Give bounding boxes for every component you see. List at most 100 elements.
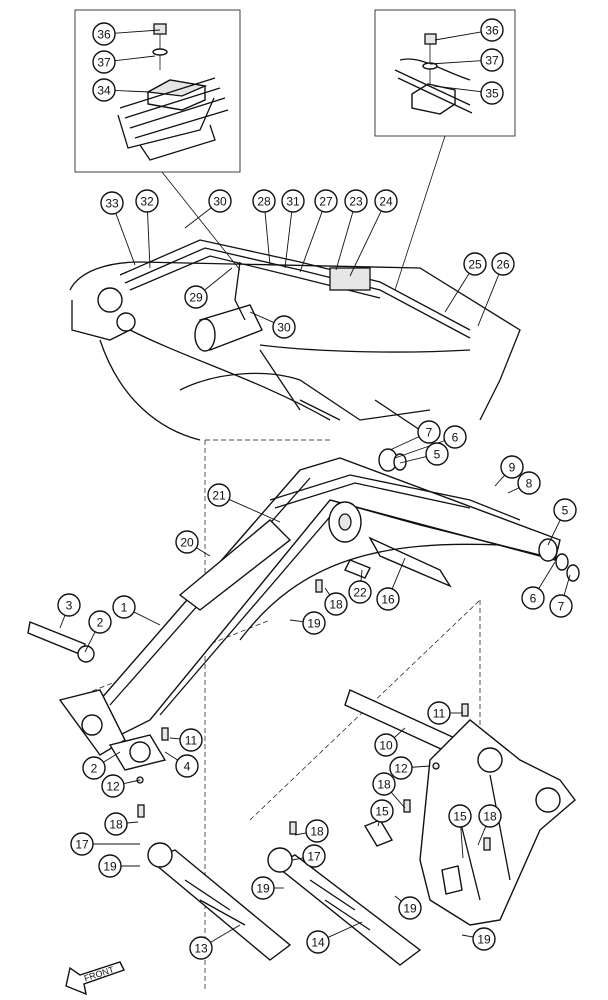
callout-number: 21 xyxy=(212,489,226,503)
leader-b12b xyxy=(123,779,141,785)
callout-circle xyxy=(175,530,199,554)
callout-number: 12 xyxy=(394,762,408,776)
callout-b12a: 12 xyxy=(389,756,413,780)
callout-number: 19 xyxy=(103,860,117,874)
callout-circle xyxy=(314,189,338,213)
callout-b30b: 30 xyxy=(272,315,296,339)
callout-circle xyxy=(208,189,232,213)
callout-number: 2 xyxy=(97,616,104,630)
callout-circle xyxy=(82,756,106,780)
callout-number: 17 xyxy=(307,850,321,864)
callout-circle xyxy=(252,189,276,213)
callout-b27: 27 xyxy=(314,189,338,213)
callout-number: 7 xyxy=(558,600,565,614)
callout-circle xyxy=(521,586,545,610)
leader-b22 xyxy=(360,569,363,582)
leader-b18e xyxy=(294,832,307,836)
callout-circle xyxy=(348,580,372,604)
callout-number: 17 xyxy=(75,838,89,852)
callout-b9: 9 xyxy=(500,455,524,479)
callout-number: 7 xyxy=(426,426,433,440)
front-label: FRONT xyxy=(83,964,116,983)
leader-b19e xyxy=(461,934,474,938)
callout-b36b: 36 xyxy=(480,18,504,42)
callout-b32: 32 xyxy=(135,189,159,213)
leader-b15b xyxy=(460,826,464,859)
callout-circle xyxy=(372,772,396,796)
leader-b14 xyxy=(327,921,363,938)
leader-b19a xyxy=(289,619,304,623)
callout-b18b: 18 xyxy=(372,772,396,796)
callout-b20: 20 xyxy=(175,530,199,554)
callout-circle xyxy=(448,804,472,828)
callout-circle xyxy=(92,50,116,74)
leader-b30b xyxy=(249,311,275,323)
leader-b16 xyxy=(391,557,406,590)
callout-b8: 8 xyxy=(517,471,541,495)
leader-b1 xyxy=(133,611,161,626)
callout-circle xyxy=(57,593,81,617)
callout-circle xyxy=(480,48,504,72)
callout-b31: 31 xyxy=(281,189,305,213)
callout-circle xyxy=(417,420,441,444)
callout-b17a: 17 xyxy=(70,832,94,856)
callout-b2b: 2 xyxy=(82,756,106,780)
callout-number: 16 xyxy=(381,593,395,607)
callout-b17b: 17 xyxy=(302,844,326,868)
callout-b5b: 5 xyxy=(553,498,577,522)
leader-b20 xyxy=(196,547,211,557)
leader-b29 xyxy=(204,267,233,291)
callout-circle xyxy=(549,594,573,618)
callout-circle xyxy=(480,18,504,42)
leader-b8 xyxy=(507,487,520,494)
callout-number: 18 xyxy=(310,825,324,839)
callout-b24: 24 xyxy=(374,189,398,213)
callout-number: 5 xyxy=(562,504,569,518)
callout-b19b: 19 xyxy=(98,854,122,878)
callout-b30a: 30 xyxy=(208,189,232,213)
callout-b7a: 7 xyxy=(417,420,441,444)
callout-number: 23 xyxy=(349,195,363,209)
callout-b15a: 15 xyxy=(370,799,394,823)
callout-b22: 22 xyxy=(348,580,372,604)
callout-b19e: 19 xyxy=(472,927,496,951)
callout-b26: 26 xyxy=(491,252,515,276)
callout-number: 19 xyxy=(256,882,270,896)
callout-circle xyxy=(305,819,329,843)
callout-circle xyxy=(175,754,199,778)
callout-b16: 16 xyxy=(376,587,400,611)
callout-number: 18 xyxy=(483,810,497,824)
callout-b37a: 37 xyxy=(92,50,116,74)
callout-number: 1 xyxy=(121,601,128,615)
callout-circle xyxy=(92,22,116,46)
callout-number: 18 xyxy=(377,778,391,792)
callout-circle xyxy=(100,191,124,215)
callout-b29: 29 xyxy=(184,285,208,309)
leader-b13 xyxy=(210,924,241,943)
callout-b5a: 5 xyxy=(425,442,449,466)
callout-number: 35 xyxy=(485,87,499,101)
callout-number: 29 xyxy=(189,291,203,305)
callout-b1: 1 xyxy=(112,595,136,619)
callout-b4: 4 xyxy=(175,754,199,778)
callout-b13: 13 xyxy=(189,936,213,960)
callout-circle xyxy=(427,701,451,725)
leader-b33 xyxy=(115,213,136,266)
leader-b3 xyxy=(59,615,66,629)
callout-b18c: 18 xyxy=(478,804,502,828)
leader-b37a xyxy=(114,55,156,62)
callout-number: 26 xyxy=(496,258,510,272)
callout-number: 37 xyxy=(485,54,499,68)
callout-number: 37 xyxy=(97,56,111,70)
callout-number: 6 xyxy=(452,431,459,445)
callout-circle xyxy=(376,587,400,611)
callout-b14: 14 xyxy=(306,930,330,954)
callout-number: 18 xyxy=(109,818,123,832)
callout-number: 31 xyxy=(286,195,300,209)
callout-number: 33 xyxy=(105,197,119,211)
callout-b19c: 19 xyxy=(251,876,275,900)
callout-number: 15 xyxy=(375,805,389,819)
callout-number: 19 xyxy=(307,617,321,631)
